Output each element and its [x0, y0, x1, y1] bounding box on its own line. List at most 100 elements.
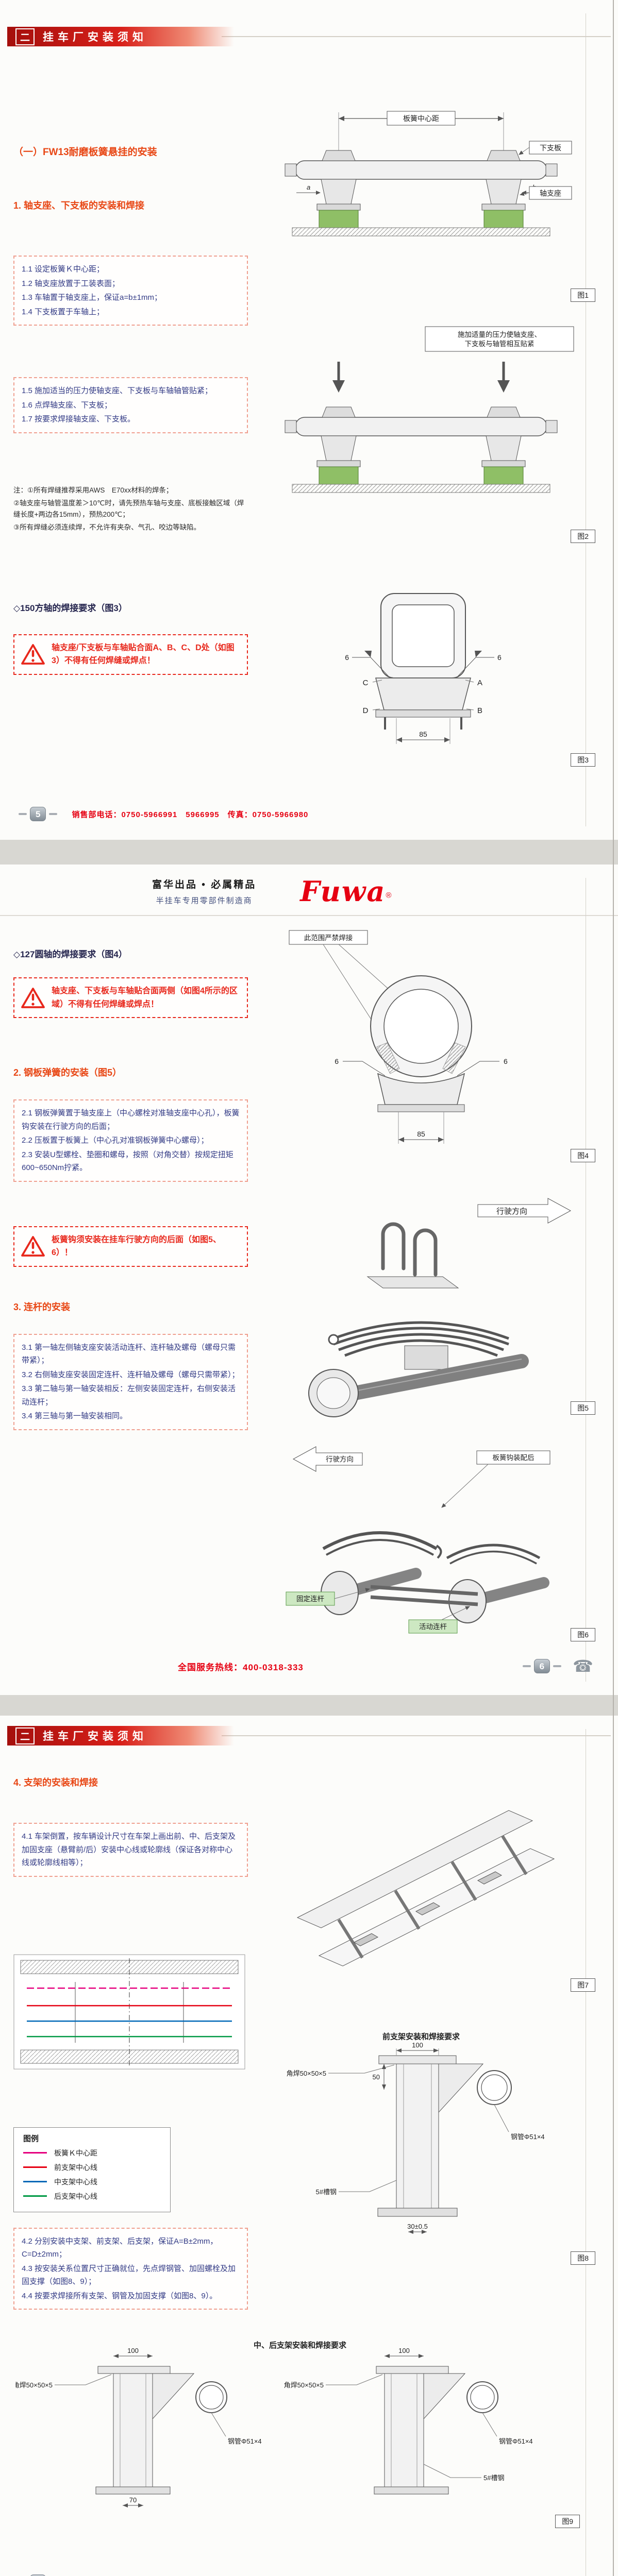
page-gap — [0, 840, 618, 865]
sales-phone: 销售部电话：0750-5966991 5966995 传真：0750-59669… — [72, 810, 309, 819]
fig8-pipe-label: 钢管Φ51×4 — [511, 2133, 545, 2141]
fig6-direction-label: 行驶方向 — [326, 1455, 354, 1463]
figure-8: 前支架安装和焊接要求 钢管Φ51×4 角焊50×50×5 5#槽钢 — [261, 2026, 600, 2268]
legend-row: 前支架中心线 — [23, 2162, 161, 2173]
fig5-direction-label: 行驶方向 — [496, 1207, 527, 1216]
fig9-channel-label: 5#槽钢 — [483, 2474, 504, 2482]
fig4-weld-size-left: 6 — [335, 1057, 339, 1065]
legend-row: 中支架中心线 — [23, 2177, 161, 2187]
fig9-pipe-label: 钢管Φ51×4 — [228, 2437, 262, 2445]
warning-icon — [21, 1235, 45, 1257]
legend-row: 后支架中心线 — [23, 2191, 161, 2201]
page-number-badge: 6 — [533, 1659, 550, 1673]
fig9-dim-100: 100 — [127, 2347, 139, 2354]
figure-3: C D A B 6 6 — [261, 579, 600, 770]
fig8-channel-label: 5#槽钢 — [316, 2188, 337, 2196]
figure-3-drawing: C D A B 6 6 — [345, 593, 502, 744]
fig3-point-a: A — [477, 679, 482, 687]
legend-row: 板簧Ｋ中心距 — [23, 2148, 161, 2158]
legend: 图例 板簧Ｋ中心距 前支架中心线 中支架中心线 后支架中心线 — [13, 2127, 171, 2212]
brand-text: 富华出品 • 必属精品 半挂车专用零部件制造商 — [152, 877, 256, 906]
legend-swatch — [23, 2195, 47, 2197]
page-6-footer: 全国服务热线：400-0318-333 6 ☎ — [15, 1658, 593, 1674]
scan-edge-line — [613, 0, 614, 2576]
steps-box-42-44: 4.2 分别安装中支架、前支架、后支架，保证A=B±2mm，C=D±2mm； 4… — [13, 2227, 248, 2310]
header-bar: 二 挂车厂安装须知 — [7, 27, 234, 46]
figure-7-drawing — [296, 1810, 555, 1967]
figure-6: 行驶方向 板簧钩装配后 固定连杆 — [261, 1438, 600, 1645]
phone-icon: ☎ — [573, 1656, 593, 1676]
step-line: 3.3 第二轴与第一轴安装相反：左侧安装固定连杆，右侧安装活动连杆； — [22, 1384, 236, 1406]
fig3-weld-size-left: 6 — [345, 653, 349, 662]
fig2-note-line1: 施加适量的压力使轴支座、 — [458, 330, 541, 338]
step-line: 4.2 分别安装中支架、前支架、后支架，保证A=B±2mm，C=D±2mm； — [22, 2236, 218, 2259]
figure-6-caption: 图6 — [571, 1628, 595, 1641]
fig9-fillet-label: 角焊50×50×5 — [15, 2381, 53, 2389]
figure-7-caption: 图7 — [571, 1978, 595, 1992]
note-line: ②轴支座与轴管温度差＞10℃时，请先预热车轴与支座、底板接触区域（焊缝长度+两边… — [13, 499, 244, 519]
subsection-3-title: 3. 连杆的安装 — [13, 1301, 71, 1312]
fig1-dim-label: 板簧中心距 — [403, 114, 439, 123]
step-line: 3.4 第三轴与第一轴安装相同。 — [22, 1412, 128, 1421]
brand-band: 富华出品 • 必属精品 半挂车专用零部件制造商 Fuwa® — [0, 865, 618, 916]
centerline-layout-drawing — [13, 1954, 245, 2069]
step-line: 1.1 设定板簧Ｋ中心距； — [22, 265, 105, 274]
figure-9: 中、后支架安装和焊接要求 钢管Φ51×4 角焊50×50×5 100 — [15, 2335, 585, 2531]
figure-4-caption: 图4 — [571, 1149, 595, 1162]
steps-box-spring: 2.1 钢板弹簧置于轴支座上（中心螺栓对准轴支座中心孔），板簧钩安装在行驶方向的… — [13, 1099, 248, 1182]
step-line: 1.6 点焊轴支座、下支板； — [22, 400, 112, 410]
page-gap — [0, 1695, 618, 1716]
step-line: 4.3 按安装关系位置尺寸正确就位，先点焊钢管、加固螺栓及加固支撑（如图8、9）… — [22, 2264, 236, 2286]
warning-icon — [21, 643, 45, 665]
step-line: 3.2 右侧轴支座安装固定连杆、连杆轴及螺母（螺母只需带紧）； — [22, 1370, 240, 1379]
brand-subtitle: 半挂车专用零部件制造商 — [156, 896, 253, 905]
figure-2-caption: 图2 — [571, 530, 595, 543]
fig8-fillet-label: 角焊50×50×5 — [287, 2070, 326, 2077]
figure-9-drawing: 中、后支架安装和焊接要求 钢管Φ51×4 角焊50×50×5 100 — [15, 2341, 533, 2507]
fig3-point-d: D — [363, 706, 369, 715]
step-line: 1.7 按要求焊接轴支座、下支板。 — [22, 415, 136, 423]
registered-mark: ® — [386, 891, 392, 900]
step-line: 2.2 压板置于板簧上（中心孔对准钢板弹簧中心螺母）； — [22, 1136, 209, 1145]
fig8-title: 前支架安装和焊接要求 — [382, 2032, 460, 2041]
fig1-label-lower-plate: 下支板 — [540, 144, 561, 152]
header-title: 挂车厂安装须知 — [43, 1731, 148, 1742]
fig3-weld-size-right: 6 — [497, 653, 502, 662]
page-5-footer: 5 销售部电话：0750-5966991 5966995 传真：0750-596… — [15, 807, 593, 821]
warning-text: 轴支座、下支板与车轴贴合面两侧（如图4所示的区域）不得有任何焊缝或焊点！ — [52, 987, 238, 1009]
steps-box-2: 1.5 施加适当的压力使轴支座、下支板与车轴轴管贴紧； 1.6 点焊轴支座、下支… — [13, 377, 248, 433]
subsection-1-title: 1. 轴支座、下支板的安装和焊接 — [13, 200, 145, 211]
centerline-layout-diagram — [13, 1954, 246, 2071]
page-5: 二 挂车厂安装须知 （一）FW13耐磨板簧悬挂的安装 1. 轴支座、下支板的安装… — [0, 0, 618, 840]
subsection-2-title: 2. 钢板弹簧的安装（图5） — [13, 1067, 122, 1078]
fig3-dim-85: 85 — [419, 730, 427, 738]
figure-1-drawing: 板簧中心距 a b — [285, 111, 572, 236]
figure-5-drawing: 行驶方向 — [308, 1198, 572, 1417]
warning-box-square-axle: 轴支座/下支板与车轴贴合面A、B、C、D处（如图3）不得有任何焊缝或焊点！ — [13, 634, 248, 675]
fig8-dim-30: 30±0.5 — [407, 2223, 428, 2230]
warning-box-spring-hook: 板簧钩须安装在挂车行驶方向的后面（如图5、6）！ — [13, 1226, 248, 1267]
legend-title: 图例 — [23, 2134, 39, 2143]
steps-box-links: 3.1 第一轴左侧轴支座安装活动连杆、连杆轴及螺母（螺母只需带紧）； 3.2 右… — [13, 1333, 248, 1430]
figure-7: 图7 — [261, 1753, 600, 1995]
footer-dash — [553, 1665, 562, 1667]
header-number: 二 — [15, 1727, 35, 1744]
fig9-dim-100-2: 100 — [398, 2347, 410, 2354]
fig9-fillet-label-2: 角焊50×50×5 — [284, 2381, 324, 2389]
figure-4: 此范围严禁焊接 6 6 — [261, 923, 600, 1165]
fig6-hook-label: 板簧钩装配后 — [493, 1454, 535, 1462]
footer-dash — [49, 813, 58, 815]
footer-dash — [19, 813, 27, 815]
note-line: ③所有焊缝必须连续焊，不允许有夹杂、气孔、咬边等缺陷。 — [13, 523, 201, 532]
steps-box-1: 1.1 设定板簧Ｋ中心距； 1.2 轴支座放置于工装表面； 1.3 车轴置于轴支… — [13, 256, 248, 326]
page-7-footer: 7 销售部电话：0750-5966991 5966995 传真：0750-596… — [15, 2574, 593, 2576]
step-line: 1.4 下支板置于车轴上； — [22, 307, 105, 316]
step-line: 1.2 轴支座放置于工装表面； — [22, 279, 120, 288]
header-bar: 二 挂车厂安装须知 — [7, 1726, 234, 1745]
brand-tagline: 富华出品 • 必属精品 — [152, 879, 257, 890]
fig4-weld-size-right: 6 — [504, 1057, 508, 1065]
figure-1-caption: 图1 — [571, 289, 595, 302]
fig6-movable-link-label: 活动连杆 — [419, 1623, 447, 1631]
subsection-4-title: 4. 支架的安装和焊接 — [13, 1777, 98, 1788]
